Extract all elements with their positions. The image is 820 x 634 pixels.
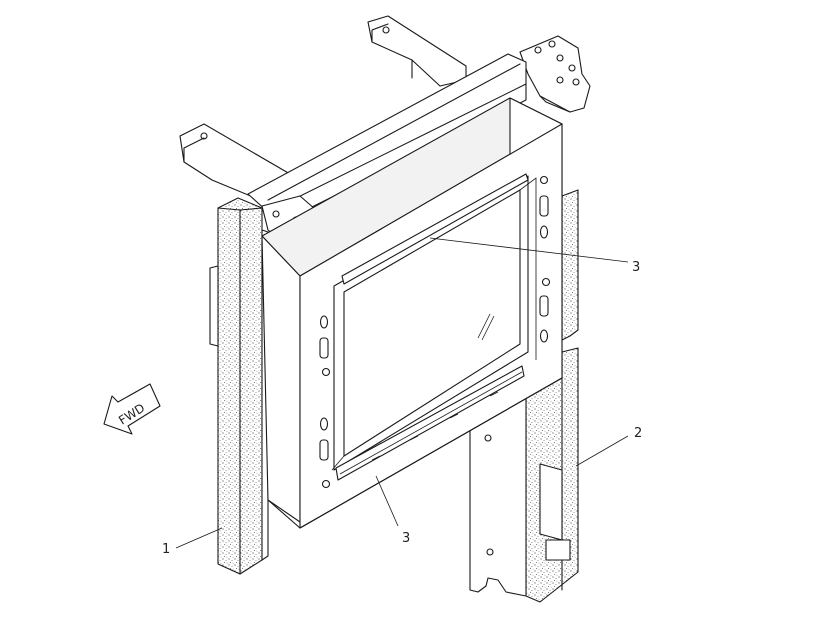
lower-mounting-plate — [469, 393, 527, 597]
callout-3-upper: 3 — [632, 260, 640, 275]
display-enclosure — [261, 97, 563, 529]
callout-3-lower: 3 — [402, 531, 410, 546]
callout-1: 1 — [162, 542, 170, 557]
upper-rear-bracket — [367, 15, 467, 87]
forward-arrow-icon: FWD — [103, 383, 161, 435]
callout-2: 2 — [634, 426, 642, 441]
upper-right-bracket — [519, 35, 591, 113]
left-foam-panel — [209, 197, 269, 575]
callout-leaders — [175, 237, 629, 549]
